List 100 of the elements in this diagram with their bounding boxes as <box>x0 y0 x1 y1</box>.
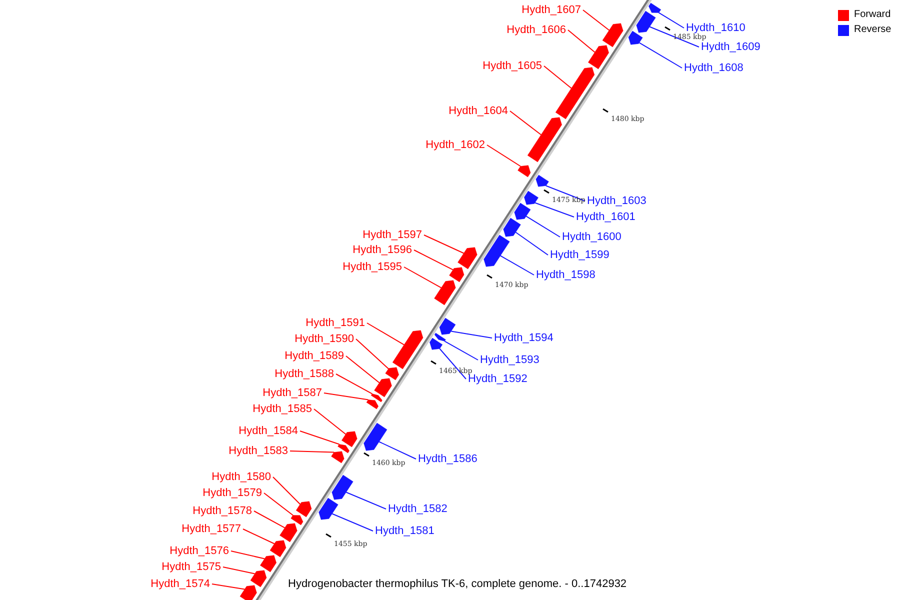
gene-block <box>318 498 338 520</box>
gene-block <box>434 280 456 306</box>
leader-line <box>582 10 610 31</box>
gene-label: Hydth_1593 <box>480 353 540 367</box>
leader-line <box>272 476 301 505</box>
leader-line <box>222 566 256 574</box>
gene-label: Hydth_1603 <box>587 194 646 208</box>
gene-block <box>524 190 539 205</box>
leader-line <box>649 26 700 48</box>
leader-line <box>356 338 389 370</box>
leader-line <box>526 216 560 238</box>
gene-label: Hydth_1585 <box>252 402 312 416</box>
leader-line <box>534 202 574 218</box>
gene-label: Hydth_1604 <box>448 104 508 118</box>
leader-line <box>444 340 478 360</box>
leader-line <box>424 234 464 254</box>
gene-block <box>434 332 446 342</box>
gene-block <box>555 67 595 120</box>
gene-label: Hydth_1596 <box>352 243 412 257</box>
legend-label: Forward <box>854 9 891 21</box>
gene-label: Hydth_1609 <box>701 40 760 54</box>
gene-label: Hydth_1583 <box>228 444 288 458</box>
leader-line <box>346 492 386 510</box>
gene-block <box>366 400 379 410</box>
gene-label: Hydth_1595 <box>342 260 402 274</box>
gene-block <box>484 234 510 267</box>
gene-label: Hydth_1602 <box>426 138 485 152</box>
leader-line <box>658 12 684 28</box>
gene-label: Hydth_1591 <box>306 316 365 330</box>
leader-line <box>546 185 586 202</box>
leader-line <box>366 322 405 346</box>
gene-label: Hydth_1597 <box>362 228 422 242</box>
leader-line <box>486 144 521 167</box>
gene-label: Hydth_1598 <box>536 268 596 282</box>
gene-block <box>332 474 354 500</box>
gene-block <box>270 540 286 558</box>
gene-block <box>449 267 464 282</box>
gene-block <box>385 367 400 380</box>
gene-block <box>240 585 257 600</box>
gene-label: Hydth_1575 <box>162 560 221 574</box>
leader-line <box>378 441 416 460</box>
leader-line <box>439 348 466 380</box>
gene-label: Hydth_1580 <box>212 470 271 484</box>
gene-block <box>636 10 656 33</box>
leader-line <box>300 430 340 445</box>
leader-line <box>212 584 246 590</box>
gene-block <box>370 394 382 402</box>
gene-label: Hydth_1608 <box>684 61 744 75</box>
gene-label: Hydth_1587 <box>262 386 322 400</box>
gene-block <box>260 555 277 572</box>
gene-block <box>602 23 624 48</box>
leader-line <box>346 356 380 384</box>
leader-line <box>510 110 542 136</box>
gene-label: Hydth_1582 <box>388 502 448 516</box>
leader-line <box>515 232 548 256</box>
gene-label: Hydth_1578 <box>192 504 252 518</box>
gene-block <box>588 45 610 70</box>
gene-label: Hydth_1579 <box>202 486 262 500</box>
gene-block <box>331 451 344 464</box>
gene-label: Hydth_1605 <box>482 59 542 73</box>
leader-line <box>450 330 492 338</box>
leader-line <box>324 392 369 400</box>
gene-label: Hydth_1594 <box>494 331 554 345</box>
gene-label: Hydth_1601 <box>576 210 636 224</box>
caption: Hydrogenobacter thermophilus TK-6, complete genome. - 0..1742932 <box>288 577 627 591</box>
leader-line <box>332 513 374 532</box>
leader-line <box>314 408 346 435</box>
legend-label: Reverse <box>854 24 892 36</box>
gene-block <box>338 444 350 454</box>
leader-line <box>290 450 335 453</box>
gene-label: Hydth_1600 <box>562 230 622 244</box>
leader-line <box>230 550 266 560</box>
leader-line <box>404 266 442 288</box>
gene-label: Hydth_1606 <box>506 23 566 37</box>
gene-block <box>628 30 643 45</box>
gene-label: Hydth_1610 <box>686 21 746 35</box>
gene-label: Hydth_1576 <box>170 544 229 558</box>
gene-block <box>536 174 549 187</box>
leader-line <box>500 255 534 276</box>
gene-block <box>290 515 304 526</box>
gene-label: Hydth_1607 <box>522 3 581 17</box>
gene-block <box>514 202 531 220</box>
gene-block <box>527 117 562 162</box>
leader-line <box>638 42 682 68</box>
gene-block <box>458 247 478 270</box>
gene-label: Hydth_1586 <box>418 452 478 466</box>
gene-block <box>503 218 521 237</box>
gene-label: Hydth_1590 <box>294 332 354 346</box>
leader-line <box>264 492 294 516</box>
gene-label: Hydth_1581 <box>375 524 434 538</box>
gene-label: Hydth_1589 <box>284 349 344 363</box>
gene-block <box>392 330 424 370</box>
gene-label: Hydth_1584 <box>238 424 298 438</box>
gene-label: Hydth_1599 <box>550 248 610 262</box>
gene-block <box>648 2 662 13</box>
leader-line <box>336 374 373 394</box>
leader-line <box>414 250 454 270</box>
gene-label: Hydth_1574 <box>150 577 210 591</box>
gene-block <box>250 570 267 588</box>
leader-line <box>568 30 596 53</box>
